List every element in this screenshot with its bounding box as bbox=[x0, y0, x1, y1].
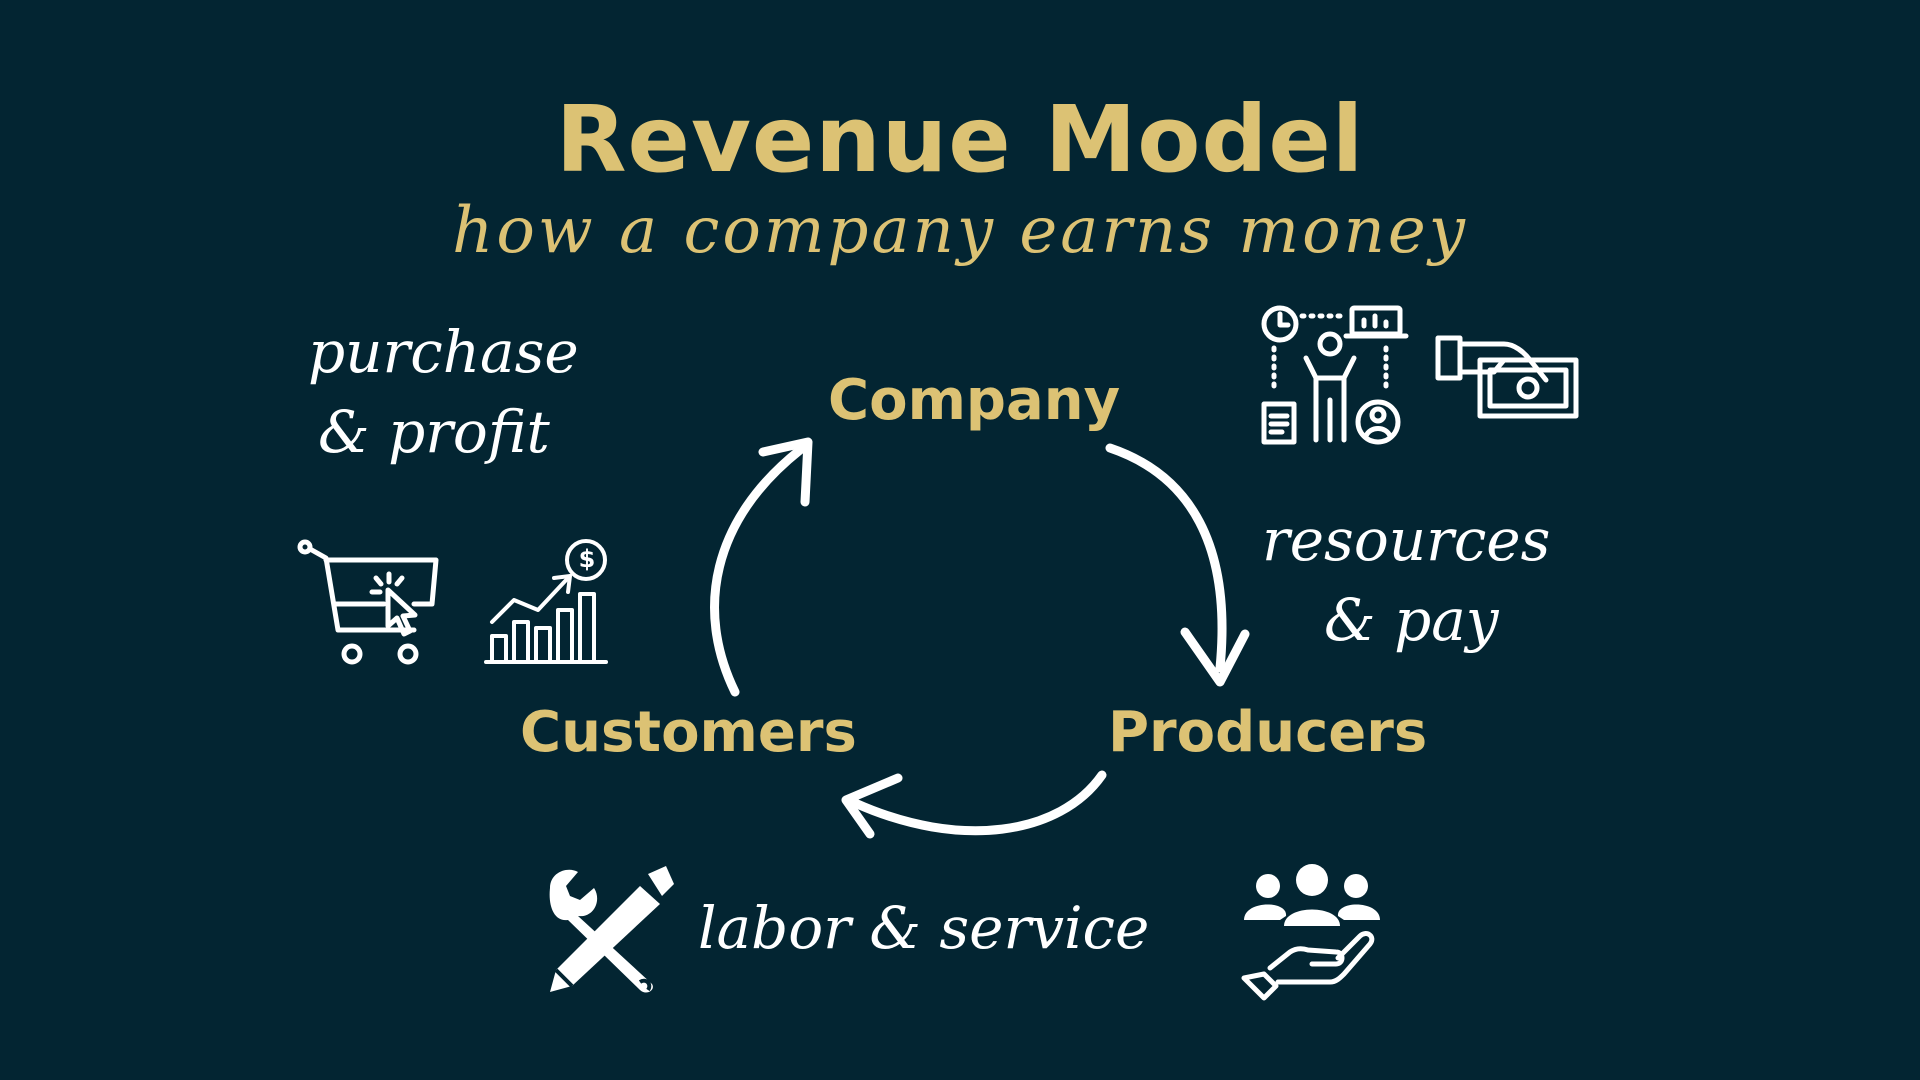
arrow-head-producers bbox=[1180, 627, 1250, 687]
node-company: Company bbox=[828, 368, 1121, 433]
dollar-sign: $ bbox=[578, 545, 596, 573]
page-title: Revenue Model bbox=[555, 86, 1365, 193]
team-care-icon bbox=[1240, 860, 1384, 1004]
flow-resources-line1: resources bbox=[1262, 506, 1551, 574]
page-subtitle: how a company earns money bbox=[452, 194, 1468, 268]
growth-chart-icon bbox=[482, 538, 610, 668]
arrow-customers-to-company bbox=[710, 445, 805, 697]
flow-resources-label: resources & pay bbox=[1262, 500, 1550, 660]
workflow-person-icon bbox=[1260, 300, 1410, 450]
tools-icon bbox=[544, 866, 678, 994]
node-customers: Customers bbox=[520, 700, 857, 765]
arrow-producers-to-customers bbox=[850, 770, 1107, 836]
arrow-head-customers bbox=[841, 773, 903, 839]
flow-resources-line2: & pay bbox=[1324, 586, 1499, 654]
flow-labor-label: labor & service bbox=[698, 894, 1150, 962]
cash-hand-icon bbox=[1434, 330, 1580, 422]
node-producers: Producers bbox=[1108, 700, 1428, 765]
shopping-cart-icon bbox=[296, 538, 446, 668]
arrow-head-company bbox=[758, 437, 813, 507]
flow-purchase-line2: & profit bbox=[318, 398, 550, 466]
arrow-company-to-producers bbox=[1105, 443, 1227, 673]
flow-purchase-line1: purchase bbox=[308, 318, 579, 386]
flow-purchase-label: purchase & profit bbox=[308, 312, 579, 472]
